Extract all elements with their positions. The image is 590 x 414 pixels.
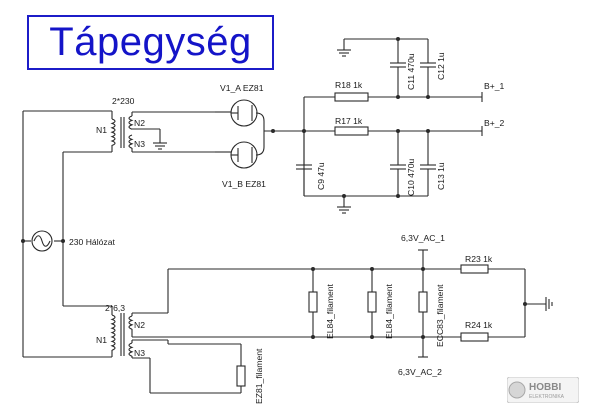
capacitor-c11 <box>390 39 406 97</box>
ground-symbol <box>337 49 351 57</box>
svg-text:HOBBI: HOBBI <box>529 382 561 393</box>
junction-dot <box>396 129 400 133</box>
resistor-r18 <box>334 92 369 102</box>
capacitor-c10 <box>390 131 406 196</box>
junction-dot <box>396 37 400 41</box>
capacitor-c13 <box>420 131 436 196</box>
c11-label: C11 470u <box>406 53 416 90</box>
ecc83-filament <box>418 291 428 313</box>
ground-symbol <box>545 297 553 311</box>
c10-label: C10 470u <box>406 159 416 196</box>
el84-filament-b <box>367 291 377 313</box>
ez81-filament <box>236 365 246 387</box>
junction-dot <box>396 194 400 198</box>
tr1-n2-label: N2 <box>134 118 145 128</box>
tr1-ratio-label: 2*230 <box>112 96 135 106</box>
capacitor-c12 <box>420 39 436 97</box>
ac2-label: 6,3V_AC_2 <box>398 367 442 377</box>
junction-dot <box>21 239 25 243</box>
v1b-label: V1_B EZ81 <box>222 179 266 189</box>
r23-label: R23 1k <box>465 254 493 264</box>
hobbi-logo: HOBBI ELEKTRONIKA <box>507 377 579 403</box>
junction-dot <box>271 129 275 133</box>
mains-label: 230 Hálózat <box>69 237 115 247</box>
c13-label: C13 1u <box>436 162 446 190</box>
junction-dot <box>426 95 430 99</box>
tr2-n3-label: N3 <box>134 348 145 358</box>
tr1-n3-label: N3 <box>134 139 145 149</box>
resistor-r17 <box>334 126 369 136</box>
svg-text:ELEKTRONIKA: ELEKTRONIKA <box>529 394 565 400</box>
tube-v1b <box>230 131 265 169</box>
ac1-label: 6,3V_AC_1 <box>401 233 445 243</box>
ac-source-symbol <box>31 230 53 252</box>
junction-dot <box>396 95 400 99</box>
ez81-filament-label: EZ81_filament <box>254 348 264 404</box>
el84-filament-a <box>308 291 318 313</box>
junction-dot <box>426 129 430 133</box>
tube-v1a <box>230 99 265 131</box>
tr2-ratio-label: 2*6,3 <box>105 303 125 313</box>
c12-label: C12 1u <box>436 52 446 80</box>
tr2-n1-label: N1 <box>96 335 107 345</box>
junction-dot <box>61 239 65 243</box>
resistor-r24 <box>460 332 489 342</box>
c9-label: C9 47u <box>316 162 326 190</box>
el84-filament-b-label: EL84_filament <box>384 283 394 339</box>
tr2-n2-label: N2 <box>134 320 145 330</box>
ground-symbol <box>337 206 351 214</box>
tr1-n1-label: N1 <box>96 125 107 135</box>
transformer-2 <box>110 269 488 394</box>
bplus2-label: B+_2 <box>484 118 505 128</box>
ecc83-filament-label: ECC83_filament <box>435 284 445 347</box>
v1a-label: V1_A EZ81 <box>220 83 264 93</box>
r17-label: R17 1k <box>335 116 363 126</box>
bplus1-label: B+_1 <box>484 81 505 91</box>
r24-label: R24 1k <box>465 320 493 330</box>
title-box: Tápegység <box>27 15 274 70</box>
r18-label: R18 1k <box>335 80 363 90</box>
transformer-1 <box>110 111 215 153</box>
el84-filament-a-label: EL84_filament <box>325 283 335 339</box>
ground-symbol <box>153 142 167 150</box>
resistor-r23 <box>460 264 489 274</box>
page-title: Tápegység <box>49 20 252 64</box>
